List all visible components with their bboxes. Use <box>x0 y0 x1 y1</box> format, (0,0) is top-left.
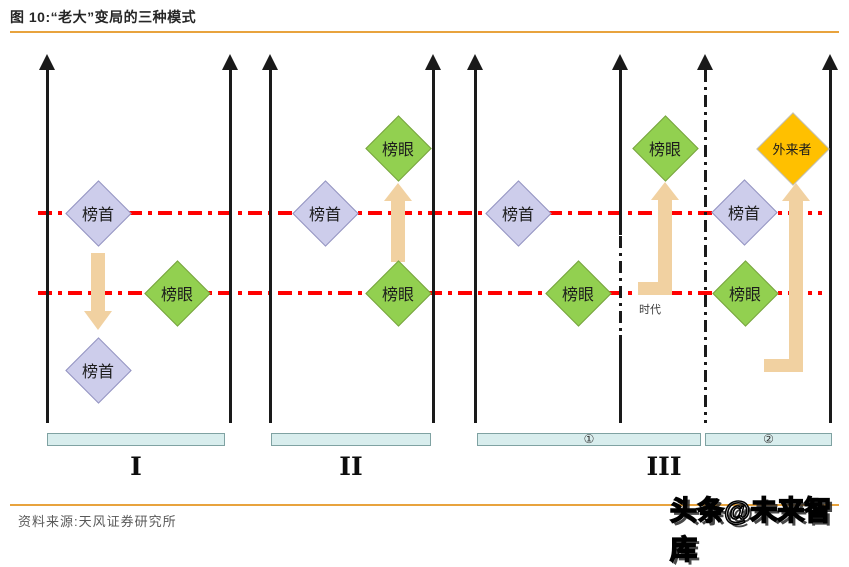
diamond-label: 榜眼 <box>648 140 681 159</box>
timeline-bar-mode3-stage2: ② <box>705 433 832 446</box>
axis-mode3-divider-dashed <box>704 70 707 423</box>
axis-mode3-middle-top <box>619 68 622 235</box>
elbow-arrow-foot <box>638 282 660 295</box>
era-label: 时代 <box>639 303 661 316</box>
axis-arrowhead-icon <box>822 54 838 70</box>
timeline-bar-mode1 <box>47 433 225 446</box>
diamond-label: 榜首 <box>308 205 341 224</box>
axis-arrowhead-icon <box>222 54 238 70</box>
diamond-label: 外来者 <box>772 142 812 158</box>
up-arrow-shaft <box>391 200 405 262</box>
diamond-label: 榜眼 <box>381 140 414 159</box>
axis-mode3-right <box>829 68 832 423</box>
stage2-label: ② <box>763 432 774 446</box>
axis-arrowhead-icon <box>39 54 55 70</box>
figure-canvas: 图 10:“老大”变局的三种模式 榜首 榜眼 榜首 <box>10 9 839 566</box>
diamond-runnerup-mode2-after: 榜眼 <box>365 115 432 182</box>
diamond-label: 榜眼 <box>160 285 193 304</box>
footer-rule <box>10 504 839 506</box>
down-arrow-shaft <box>91 253 105 313</box>
watermark: 头条@未来智库 <box>669 495 832 566</box>
axis-arrowhead-icon <box>262 54 278 70</box>
elbow-arrow-head-icon <box>651 182 679 200</box>
source-note: 资料来源:天风证券研究所 <box>18 514 177 529</box>
axis-mode1-right <box>229 68 232 423</box>
axis-arrowhead-icon <box>612 54 628 70</box>
diamond-leader-mode3-stage1: 榜首 <box>485 180 552 247</box>
axis-mode3-middle-bottom <box>619 335 622 423</box>
elbow-arrow-foot <box>764 359 789 372</box>
axis-arrowhead-icon <box>697 54 713 70</box>
up-arrow-head-icon <box>384 183 412 201</box>
mode1-label: I <box>130 452 142 481</box>
diamond-leader-mode2: 榜首 <box>292 180 359 247</box>
diamond-label: 榜首 <box>727 204 760 223</box>
diamond-outsider-mode3-stage2: 外来者 <box>756 112 830 186</box>
threshold-line-upper <box>38 211 822 215</box>
stage1-label: ① <box>583 432 595 446</box>
axis-mode2-left <box>269 68 272 423</box>
diamond-runnerup-mode3-stage1-after: 榜眼 <box>632 115 699 182</box>
title-underline <box>10 31 839 33</box>
mode2-label: II <box>339 452 363 481</box>
diamond-label: 榜首 <box>81 362 114 381</box>
diamond-runnerup-mode1: 榜眼 <box>144 260 211 327</box>
elbow-arrow-shaft <box>658 199 672 295</box>
axis-arrowhead-icon <box>467 54 483 70</box>
axis-mode3-left <box>474 68 477 423</box>
diamond-runnerup-mode3-stage2: 榜眼 <box>712 260 779 327</box>
timeline-bar-mode2 <box>271 433 431 446</box>
diamond-runnerup-mode3-stage1-before: 榜眼 <box>545 260 612 327</box>
timeline-bar-mode3-stage1: ① <box>477 433 701 446</box>
axis-mode2-right <box>432 68 435 423</box>
diamond-label: 榜首 <box>81 205 114 224</box>
elbow-arrow-head-icon <box>782 183 810 201</box>
down-arrow-head-icon <box>84 311 112 330</box>
diamond-leader-mode1-after: 榜首 <box>65 337 132 404</box>
diamond-label: 榜首 <box>501 205 534 224</box>
diamond-leader-mode3-stage2: 榜首 <box>711 179 778 246</box>
diamond-label: 榜眼 <box>381 285 414 304</box>
diamond-leader-mode1-before: 榜首 <box>65 180 132 247</box>
axis-mode3-middle-dashed <box>619 236 622 333</box>
axis-arrowhead-icon <box>425 54 441 70</box>
diamond-label: 榜眼 <box>561 285 594 304</box>
diamond-label: 榜眼 <box>728 285 761 304</box>
elbow-arrow-shaft <box>789 200 803 372</box>
mode3-label: III <box>646 452 682 481</box>
diamond-runnerup-mode2-before: 榜眼 <box>365 260 432 327</box>
axis-mode1-left <box>46 68 49 423</box>
figure-title: 图 10:“老大”变局的三种模式 <box>10 9 197 25</box>
